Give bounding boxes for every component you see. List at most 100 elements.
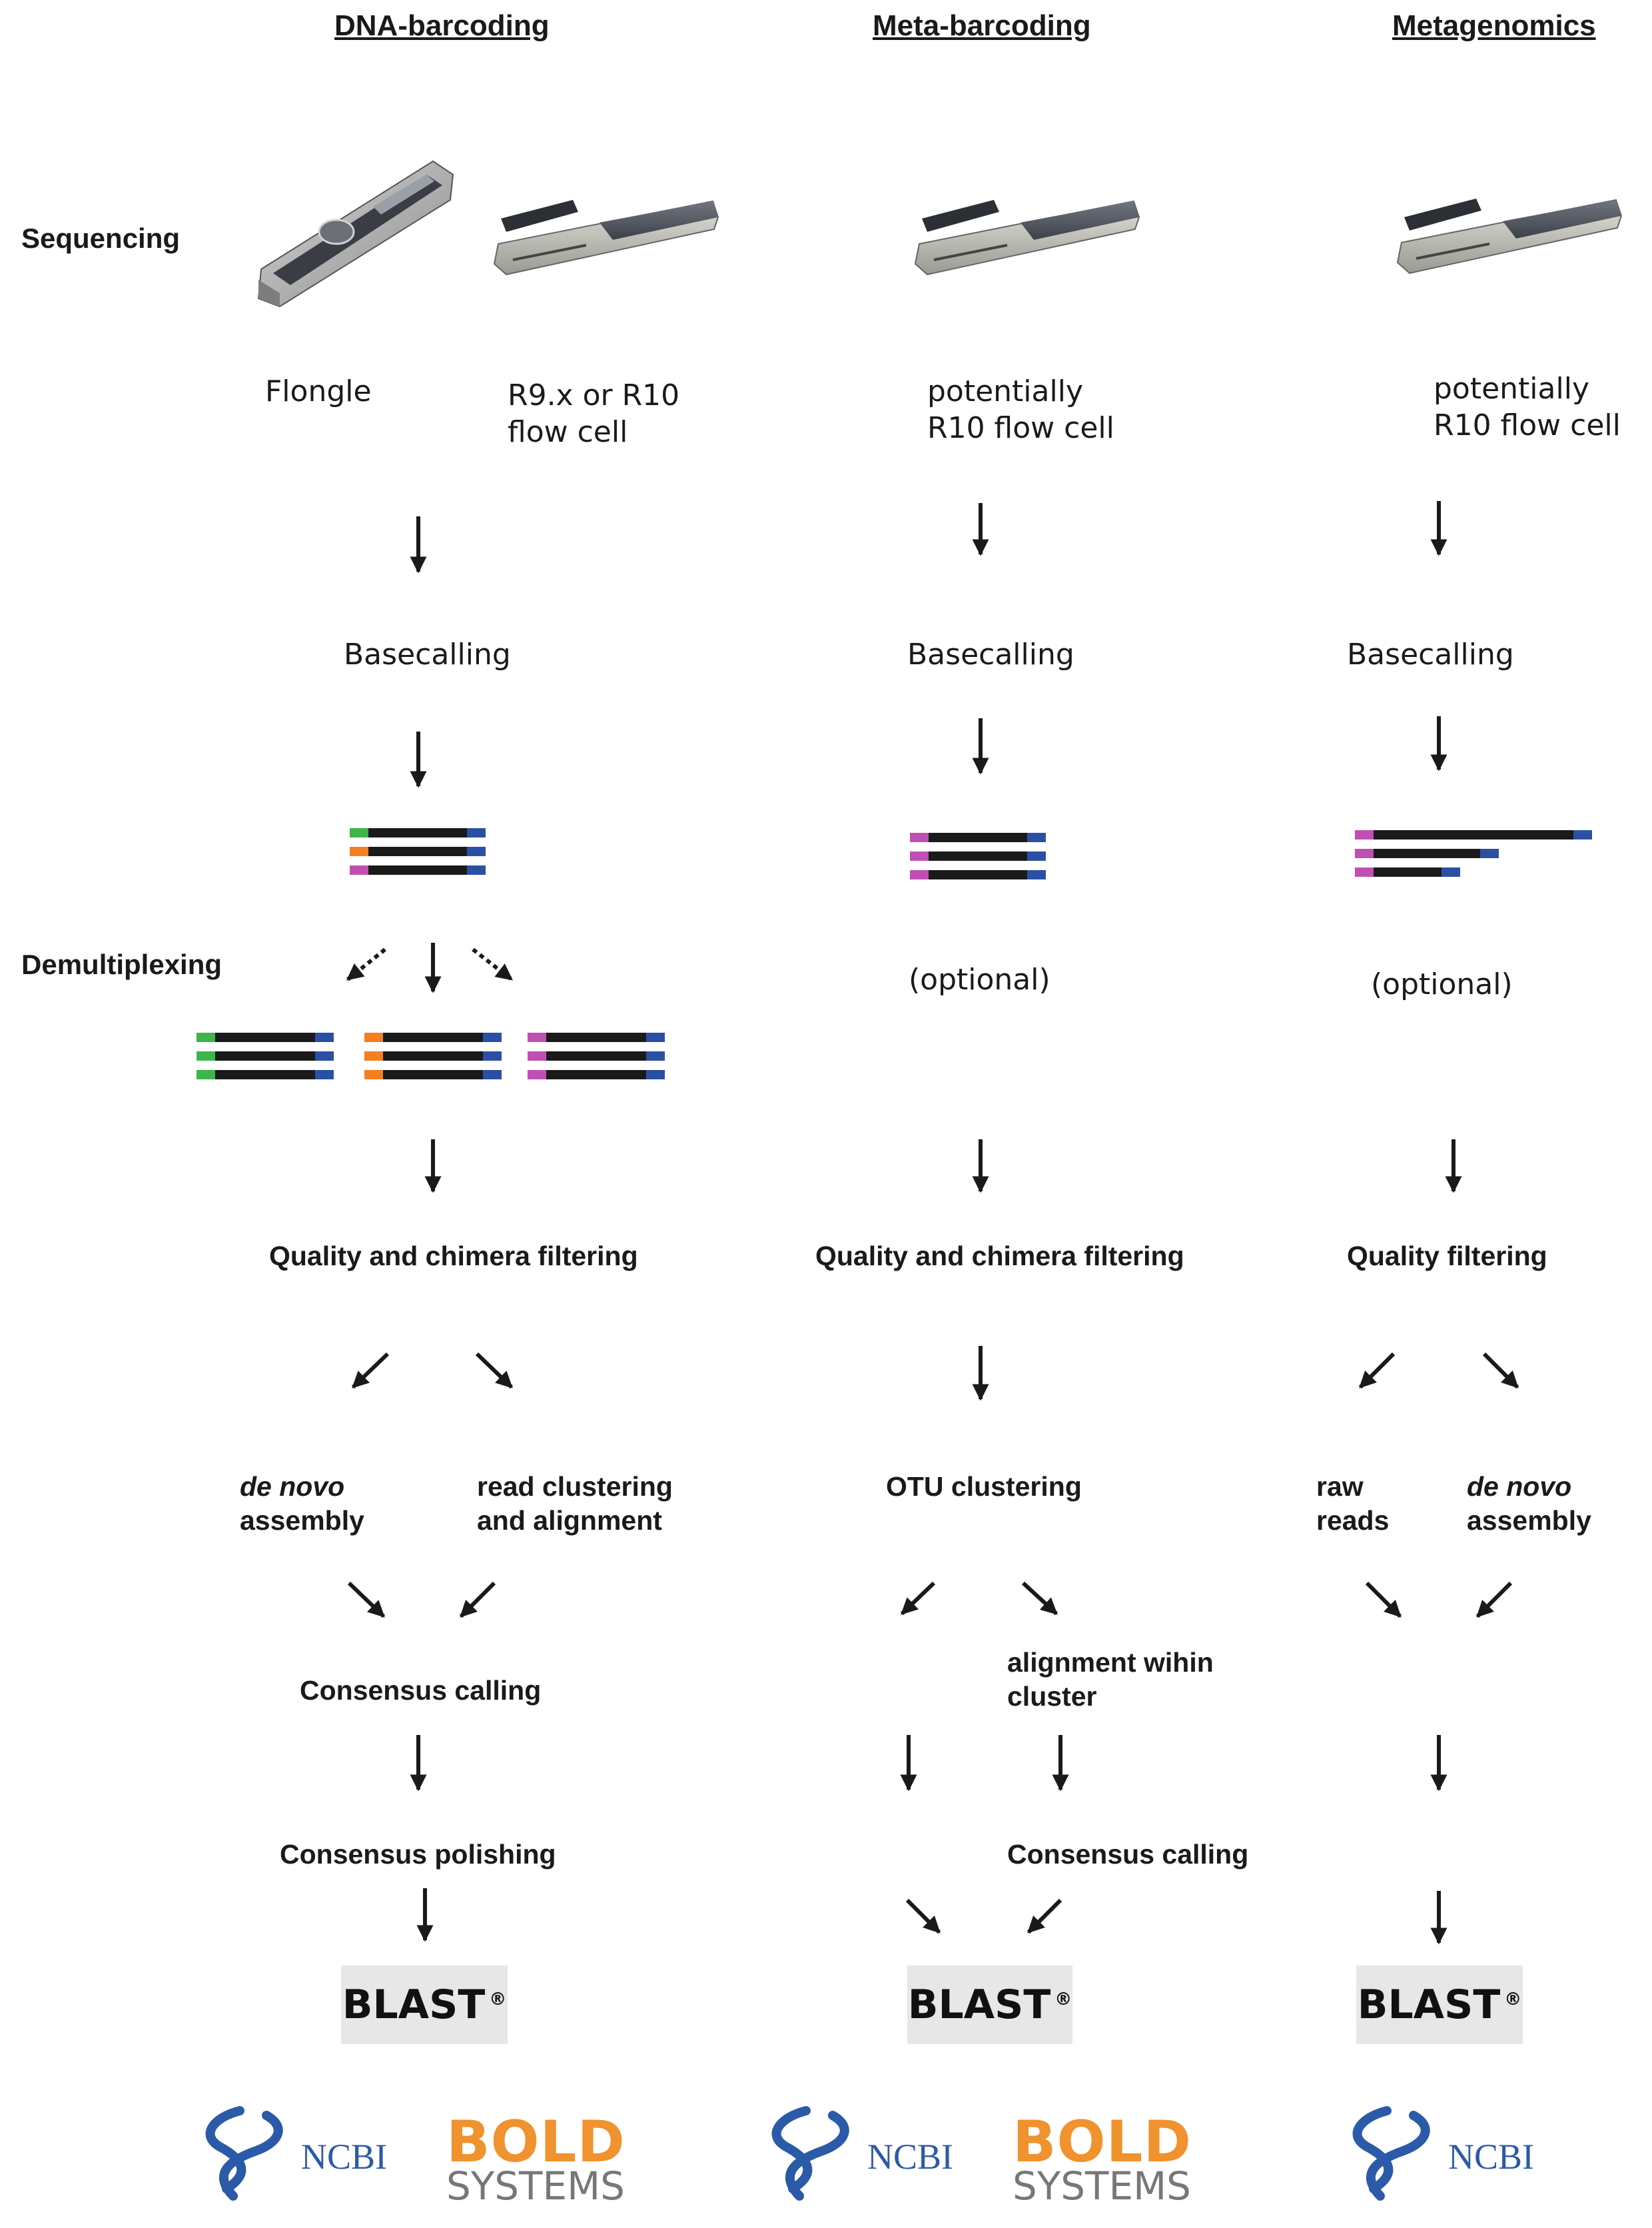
dna-basecalling: Basecalling (344, 638, 511, 672)
demux-orange-read-1-barcode (364, 1033, 383, 1042)
arrow-meta-blast-left (905, 1898, 941, 1934)
arrow-meta-blast-right (1027, 1898, 1062, 1934)
meta-alignment-line2: cluster (1007, 1681, 1097, 1712)
metag-read-1-body (1374, 830, 1573, 839)
meta-read-2-adapter (1027, 851, 1046, 861)
metag-basecalling: Basecalling (1347, 638, 1514, 672)
dna-flowcell-line2: flow cell (508, 415, 628, 449)
metag-read-2-adapter (1480, 849, 1499, 858)
meta-read-2-barcode (910, 851, 929, 861)
meta-consensus-calling: Consensus calling (1007, 1839, 1249, 1870)
meta-flowcell-label: potentially R10 flow cell (927, 373, 1114, 446)
arrow-metag-merge-left (1365, 1581, 1402, 1618)
metag-read-3-body (1374, 867, 1442, 877)
arrow-dna-merge-left (347, 1581, 386, 1618)
demux-green-read-1 (197, 1033, 334, 1042)
meta-read-3 (910, 870, 1046, 879)
demux-magenta-read-2-body (546, 1051, 646, 1061)
arrow-dna-branch-right (475, 1352, 514, 1389)
dna-mixed-read-2-barcode (350, 847, 368, 856)
demux-orange-read-3-body (383, 1070, 483, 1079)
dna-flowcell-device-icon (493, 200, 719, 276)
meta-blast-reg: ® (1054, 1989, 1072, 2009)
arrow-meta-split-right (1021, 1581, 1058, 1616)
meta-read-3-body (929, 870, 1027, 879)
dna-de-novo-assembly: de novo assembly (240, 1470, 364, 1538)
metag-optional: (optional) (1371, 967, 1513, 1001)
demux-magenta-read-3-barcode (528, 1070, 546, 1079)
row-label-sequencing: Sequencing (21, 223, 181, 254)
demux-magenta-read-1-body (546, 1033, 646, 1042)
dna-bold-word: BOLD (446, 2109, 625, 2175)
arrow-meta-split-left (900, 1581, 936, 1616)
meta-read-3-barcode (910, 870, 929, 879)
meta-bold-word: BOLD (1013, 2109, 1192, 2175)
dna-systems-word: SYSTEMS (446, 2163, 625, 2209)
flongle-device-icon (257, 160, 454, 308)
row-label-demultiplexing: Demultiplexing (21, 949, 222, 980)
demux-green-read-3-barcode (197, 1070, 215, 1079)
meta-blast-logo: BLAST® (907, 1965, 1072, 2044)
arrow-metag-branch-right (1482, 1352, 1519, 1389)
demux-magenta-read-3 (528, 1070, 665, 1079)
metag-read-2 (1355, 849, 1499, 858)
dna-mixed-read-1-barcode (350, 828, 368, 837)
meta-quality-chimera: Quality and chimera filtering (815, 1241, 1184, 1271)
metag-de-novo-line1: de novo (1467, 1471, 1572, 1502)
dna-bold-logo: BOLD SYSTEMS (446, 2113, 625, 2205)
demux-green-read-3 (197, 1070, 334, 1079)
meta-read-3-adapter (1027, 870, 1046, 879)
demux-green-read-3-body (215, 1070, 315, 1079)
demux-magenta-read-3-body (546, 1070, 646, 1079)
dna-blast-logo: BLAST® (341, 1965, 508, 2044)
dna-ncbi-text: NCBI (301, 2137, 388, 2177)
dna-blast-reg: ® (489, 1989, 507, 2009)
meta-systems-word: SYSTEMS (1013, 2163, 1191, 2209)
metag-raw-line1: raw (1316, 1471, 1364, 1502)
dna-mixed-read-2-adapter (467, 847, 486, 856)
demux-magenta-read-1-barcode (528, 1033, 546, 1042)
demux-green-read-2-adapter (315, 1051, 334, 1061)
meta-bold-logo: BOLD SYSTEMS (1013, 2113, 1192, 2205)
header-meta-barcoding: Meta-barcoding (873, 9, 1091, 42)
meta-ncbi-helix-icon (771, 2106, 849, 2201)
metag-blast-text: BLAST (1357, 1981, 1501, 2028)
dna-mixed-read-3-adapter (467, 865, 486, 875)
dna-mixed-read-2-body (368, 847, 467, 856)
metag-ncbi-helix-icon (1352, 2106, 1430, 2201)
dna-ncbi-helix-icon (205, 2106, 283, 2201)
meta-flowcell-device-icon (914, 200, 1140, 276)
meta-basecalling: Basecalling (907, 638, 1074, 672)
dna-consensus-polishing: Consensus polishing (280, 1839, 556, 1870)
arrow-demux-right (472, 947, 513, 981)
metag-flowcell-line2: R10 flow cell (1434, 408, 1621, 442)
demux-green-read-2-body (215, 1051, 315, 1061)
dna-mixed-read-3-body (368, 865, 467, 875)
arrow-dna-branch-left (351, 1352, 390, 1389)
demux-magenta-read-2-barcode (528, 1051, 546, 1061)
meta-alignment-cluster: alignment wihin cluster (1007, 1646, 1214, 1714)
demux-orange-read-3-adapter (483, 1070, 502, 1079)
demux-orange-read-2-body (383, 1051, 483, 1061)
meta-blast-text: BLAST (907, 1981, 1051, 2028)
metag-raw-line2: reads (1316, 1505, 1390, 1536)
dna-flowcell-line1: R9.x or R10 (508, 378, 680, 412)
meta-read-2-body (929, 851, 1027, 861)
dna-read-clustering: read clustering and alignment (477, 1470, 673, 1538)
meta-optional: (optional) (909, 963, 1050, 997)
demux-orange-read-3 (364, 1070, 502, 1079)
meta-ncbi-text: NCBI (867, 2137, 954, 2177)
meta-flowcell-line1: potentially (927, 374, 1083, 408)
metag-read-3-barcode (1355, 867, 1374, 877)
meta-read-2 (910, 851, 1046, 861)
metag-read-3 (1355, 867, 1460, 877)
flow-arrows (346, 501, 1519, 1945)
dna-mixed-read-3-barcode (350, 865, 368, 875)
meta-read-1 (910, 833, 1046, 842)
metag-read-2-body (1374, 849, 1480, 858)
metag-flowcell-label: potentially R10 flow cell (1434, 370, 1621, 444)
metag-read-1 (1355, 830, 1592, 839)
metag-flowcell-device-icon (1396, 199, 1623, 275)
dna-de-novo-line1: de novo (240, 1471, 345, 1502)
